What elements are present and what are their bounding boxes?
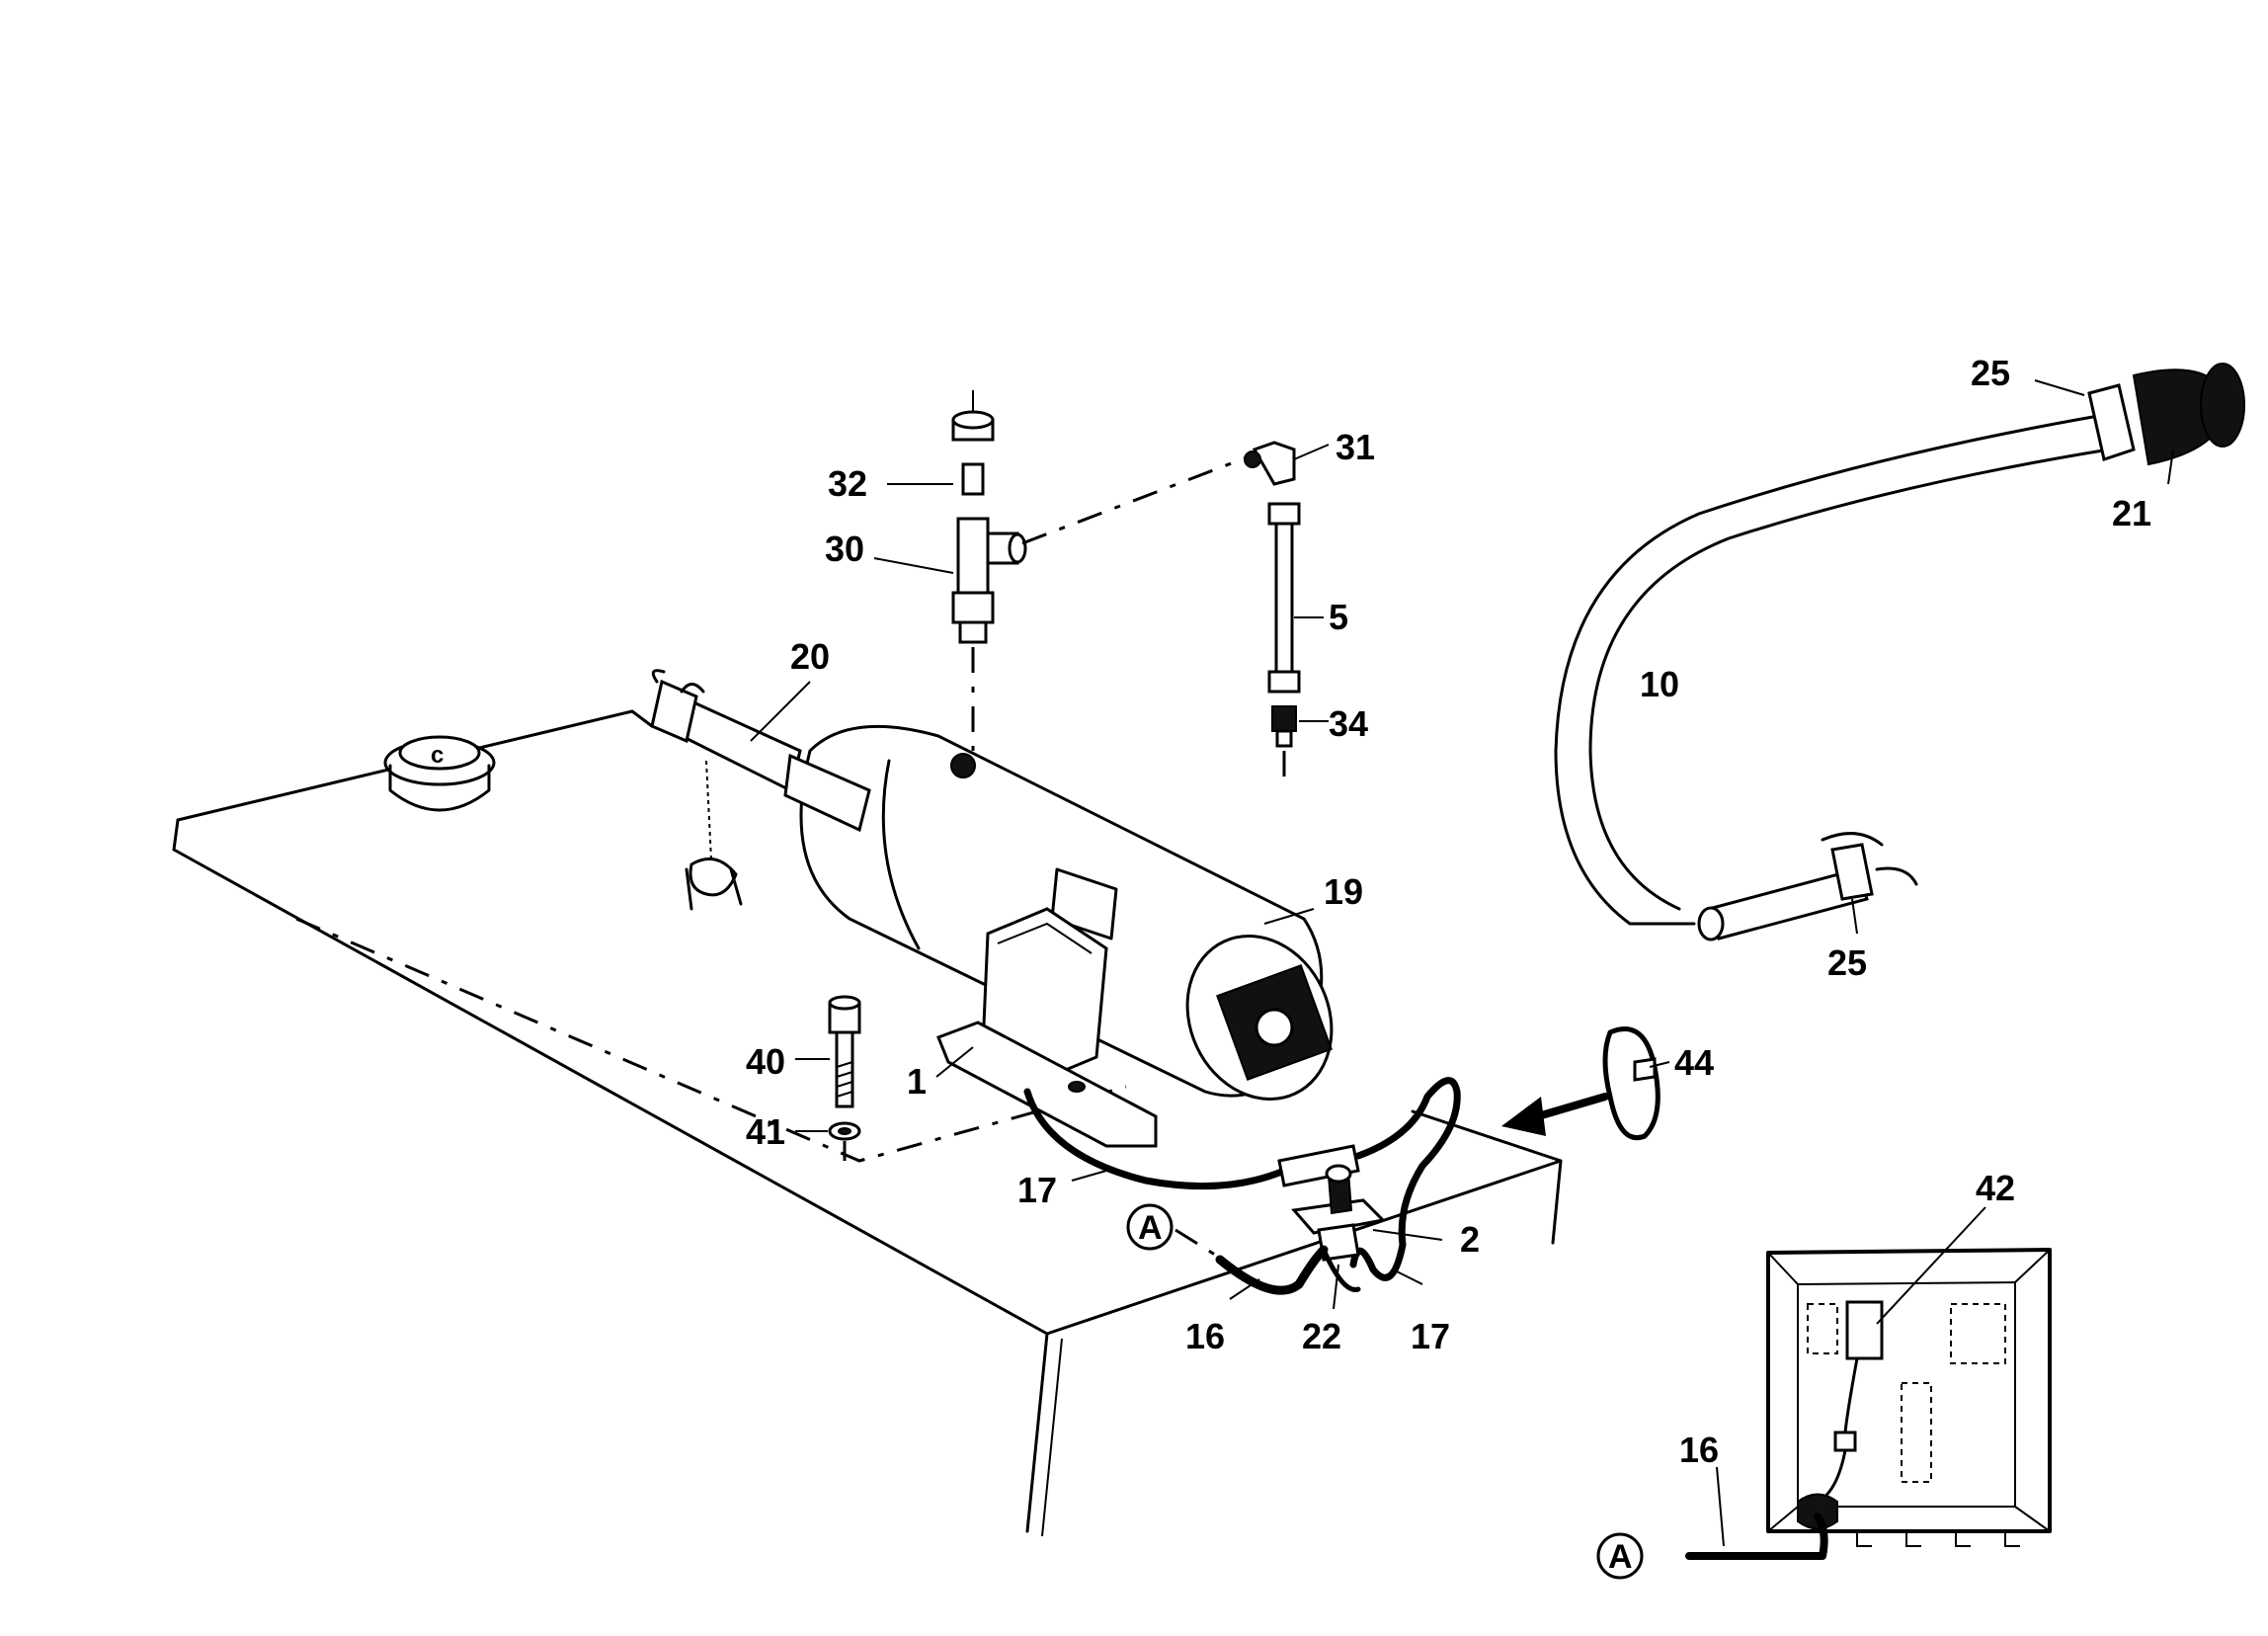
tank-fill-cap: c: [383, 735, 496, 812]
pump-inlet-fitting: [650, 669, 976, 911]
power-cord: [1023, 1077, 1461, 1281]
panel-component-box: [1807, 1303, 2006, 1483]
callout-labels: 32 30 31 5 34 20 19 25 21 10 25 1 40 41 …: [746, 353, 2151, 1470]
callout-34: 34: [1329, 703, 1368, 744]
callout-25: 25: [1971, 353, 2010, 393]
assembly-arrow: [1501, 1093, 1609, 1136]
sight-gauge-assembly: [1244, 441, 1301, 785]
callout-16: 16: [1679, 1430, 1719, 1470]
callout-2: 2: [1460, 1219, 1480, 1260]
switch-cable: [1174, 1228, 1361, 1295]
connector-a-letter: A: [1608, 1538, 1633, 1576]
tank-reference-line: [295, 917, 1127, 1163]
callout-19: 19: [1324, 871, 1363, 912]
callout-42: 42: [1976, 1168, 2015, 1208]
callout-1: 1: [907, 1061, 927, 1102]
callout-31: 31: [1336, 427, 1375, 467]
leader-lines: [750, 379, 2174, 1547]
callout-25: 25: [1827, 942, 1867, 983]
connector-a-letter: A: [1138, 1209, 1163, 1247]
callout-30: 30: [825, 529, 864, 569]
mount-bolt: [828, 995, 861, 1161]
tank: [172, 709, 1563, 1537]
callout-16: 16: [1185, 1316, 1225, 1356]
callout-21: 21: [2112, 493, 2151, 533]
callout-22: 22: [1302, 1316, 1341, 1356]
pump-motor: [799, 724, 1334, 1148]
callout-20: 20: [790, 636, 830, 677]
tee-fitting-assembly: [951, 390, 1256, 751]
connector-a-marker: A: [1126, 1203, 1174, 1251]
motor-fan-grille: [1216, 964, 1333, 1081]
discharge-hose: [1554, 363, 2245, 941]
callout-5: 5: [1329, 597, 1348, 637]
callout-17: 17: [1411, 1316, 1450, 1356]
callout-40: 40: [746, 1041, 785, 1082]
callout-10: 10: [1640, 664, 1679, 704]
control-panel: [1685, 1248, 2052, 1560]
connector-a-marker: A: [1596, 1532, 1644, 1580]
cable-strap: [1602, 1026, 1660, 1140]
svg-text:c: c: [431, 742, 444, 769]
callout-17: 17: [1017, 1170, 1057, 1210]
callout-44: 44: [1674, 1042, 1714, 1083]
callout-41: 41: [746, 1111, 785, 1152]
callout-32: 32: [828, 463, 867, 504]
